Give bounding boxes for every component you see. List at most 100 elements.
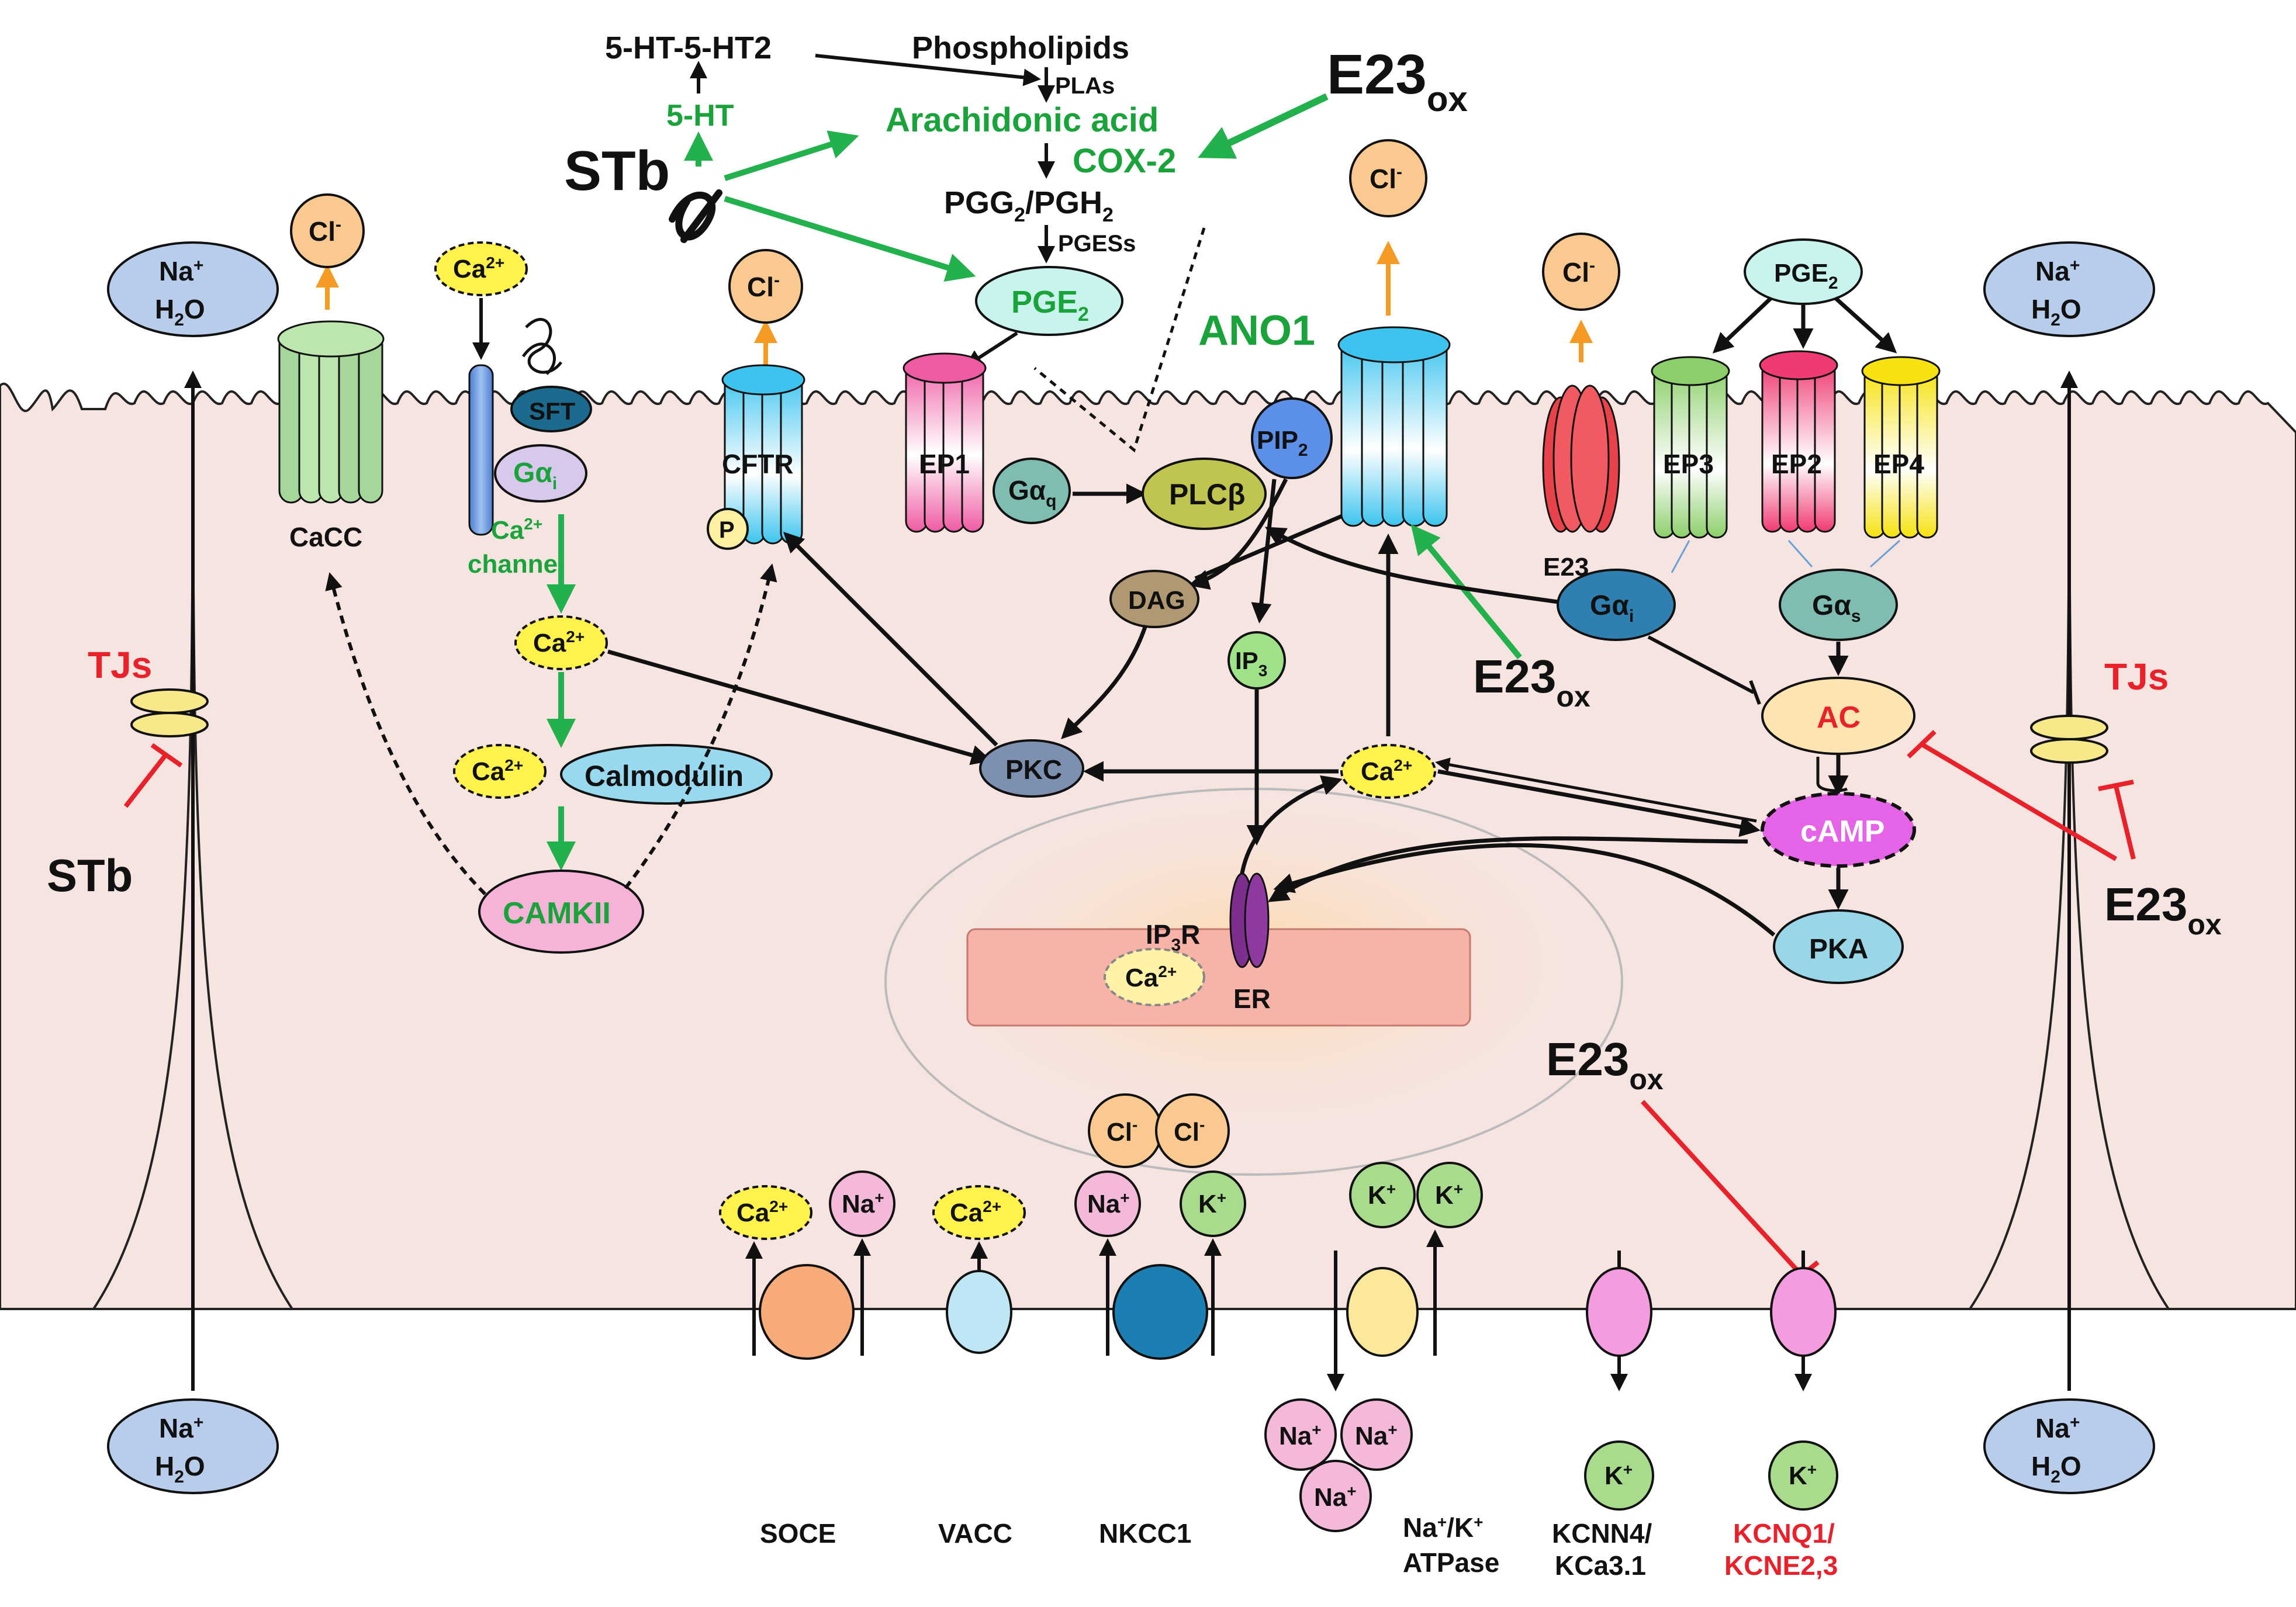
svg-text:KCNN4/: KCNN4/ [1552,1518,1652,1549]
svg-text:EP3: EP3 [1663,449,1714,479]
svg-text:PGE2: PGE2 [1774,259,1838,293]
svg-text:EP1: EP1 [919,449,970,479]
svg-text:H2O: H2O [2031,294,2081,330]
svg-text:Ca2+: Ca2+ [533,628,585,657]
svg-text:PLCβ: PLCβ [1169,478,1246,511]
svg-text:Na+: Na+ [159,1413,203,1443]
na-k-atpase: K+ K+ Na+ Na+ Na+ Na+/K+ ATPase [1264,1162,1499,1578]
soce-transporter: Ca2+ Na+ SOCE [719,1170,895,1549]
adenylyl-cyclase: AC [1761,677,1915,796]
svg-text:Cl-: Cl- [747,271,780,302]
svg-text:Na+: Na+ [1087,1189,1130,1218]
svg-text:Cl-: Cl- [1106,1116,1137,1147]
svg-text:ATPase: ATPase [1403,1547,1499,1578]
svg-text:KCNQ1/: KCNQ1/ [1733,1518,1835,1549]
ano1-channel: ANO1 Cl- E23ox [1198,139,1590,736]
top-pathway: 5-HT-5-HT2 Phospholipids PLAs Arachidoni… [564,30,1468,453]
label-pgess: PGESs [1058,231,1136,257]
svg-text:Ca2+: Ca2+ [491,515,542,545]
svg-text:Cl-: Cl- [1562,256,1595,288]
na-h2o-top-left: Na+ H2O [107,241,279,337]
ca-mid-left: Ca2+ [514,615,992,766]
label-5ht: 5-HT [666,99,734,133]
label-pgg-pgh: PGG2/PGH2 [944,185,1114,226]
svg-text:Cl-: Cl- [1174,1116,1205,1147]
label-cox2: COX-2 [1073,142,1176,180]
tj-left: TJs STb [47,644,209,901]
label-tjs-right: TJs [2104,656,2169,698]
svg-text:Ca2+: Ca2+ [1125,962,1177,992]
svg-text:K+: K+ [1368,1180,1396,1210]
svg-text:K+: K+ [1435,1180,1463,1210]
svg-text:EP4: EP4 [1873,449,1924,479]
label-stb-top: STb [564,140,670,202]
svg-text:Gαs: Gαs [1812,590,1861,626]
er-rect [966,928,1471,1027]
svg-text:IP3R: IP3R [1146,919,1200,955]
label-5ht-5ht2: 5-HT-5-HT2 [605,30,772,65]
label-e23-right: E23ox [2104,878,2222,941]
svg-text:Na+/K+: Na+/K+ [1403,1512,1484,1543]
vacc-transporter: Ca2+ VACC [932,1185,1026,1549]
svg-text:Na+: Na+ [1314,1482,1357,1512]
ep4-receptor: EP4 [1861,356,1941,539]
svg-text:PGE2: PGE2 [1011,285,1089,325]
ep3-receptor: EP3 [1651,356,1730,539]
ep1-receptor: EP1 Gαq [903,352,1147,533]
svg-text:Na+: Na+ [2035,256,2080,286]
svg-text:Cl-: Cl- [1370,162,1402,194]
svg-text:E23ox: E23ox [1546,1033,1664,1096]
svg-text:Ca2+: Ca2+ [736,1197,788,1227]
svg-text:P: P [719,517,735,543]
ip3-receptor: IP3R ER Ca2+ [1104,872,1271,1014]
na-h2o-top-right: Na+ H2O [1983,241,2155,337]
svg-text:Na+: Na+ [1279,1421,1322,1450]
label-stb-left: STb [47,850,133,901]
sft-receptor-icon [521,318,562,375]
svg-text:AC: AC [1817,701,1861,735]
camkii: CAMKII [325,563,777,954]
label-plas: PLAs [1055,73,1115,99]
label-cftr: CFTR [722,449,794,479]
pge2-top: PGE2 [964,266,1123,368]
svg-text:Ca2+: Ca2+ [472,756,523,786]
ca-channel: Ca2+ SFT Gαi Ca2+ channel [434,241,592,614]
svg-text:Calmodulin: Calmodulin [585,760,744,792]
svg-text:Na+: Na+ [159,256,203,286]
cftr-channel: Cl- CFTR P [707,249,805,550]
label-phospholipids: Phospholipids [912,30,1129,65]
svg-text:PKC: PKC [1005,754,1062,785]
svg-text:K+: K+ [1198,1189,1226,1218]
svg-text:DAG: DAG [1128,586,1185,615]
ca-center: Ca2+ [1083,744,1761,930]
svg-text:Cl-: Cl- [309,215,341,247]
galpha-s: Gαs [1779,569,1898,676]
label-arachidonic-acid: Arachidonic acid [886,101,1159,139]
pka: PKA [1273,843,1904,984]
svg-text:K+: K+ [1789,1460,1817,1490]
pge2-right: PGE2 [1712,238,1897,354]
svg-text:EP2: EP2 [1771,449,1822,479]
svg-text:H2O: H2O [2031,1451,2081,1487]
svg-text:VACC: VACC [938,1518,1012,1549]
svg-text:H2O: H2O [155,1451,205,1487]
svg-text:cAMP: cAMP [1800,815,1884,848]
svg-text:CAMKII: CAMKII [503,896,611,930]
svg-text:Gαq: Gαq [1008,475,1056,511]
svg-text:IP3: IP3 [1235,647,1267,680]
ep2-receptor: EP2 [1759,350,1838,533]
svg-text:Gαi: Gαi [1590,590,1634,626]
label-e23-top: E23ox [1327,43,1468,119]
svg-text:Ca2+: Ca2+ [453,254,504,283]
svg-text:ER: ER [1233,983,1271,1014]
svg-text:H2O: H2O [155,294,205,330]
cacc-channel: Cl- CaCC [277,193,385,552]
svg-text:KCa3.1: KCa3.1 [1555,1550,1646,1581]
e23-lower: E23ox [1546,1033,1820,1291]
tj-right: TJs E23ox [1907,656,2222,941]
kcnq1-channel: K+ KCNQ1/ KCNE2,3 [1724,1251,1838,1581]
svg-text:NKCC1: NKCC1 [1099,1518,1191,1549]
svg-text:channel: channel [468,550,565,579]
label-cacc: CaCC [289,522,362,552]
